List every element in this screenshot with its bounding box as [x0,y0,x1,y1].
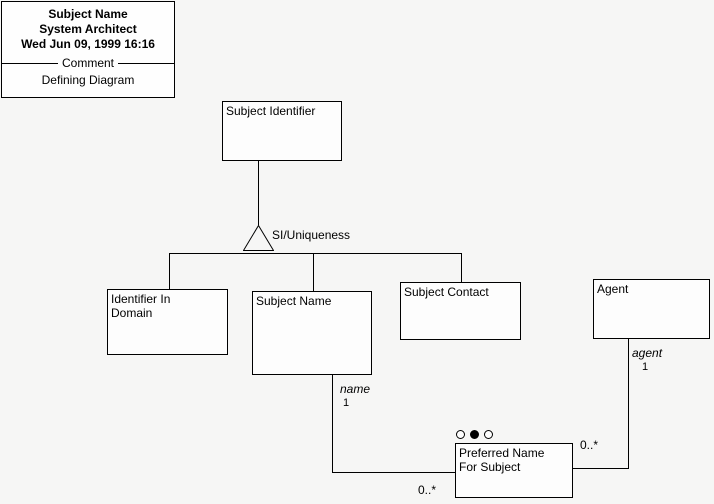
comment-divider: Comment [2,56,175,70]
triangle-label: SI/Uniqueness [272,228,351,242]
node-label: Subject Name [256,294,332,308]
subtype-triangle-icon [243,225,274,251]
association-name-horizontal [332,472,455,473]
diagram-subtitle: Defining Diagram [41,73,135,87]
association-name-vertical [332,375,333,472]
association-agent-cardinality: 1 [642,361,649,373]
divider-rule-left [2,62,58,64]
node-label-line1: Preferred Name [459,446,545,460]
node-label: Agent [597,282,629,296]
connector-drop-subject-name [313,253,314,291]
divider-rule-right [118,62,175,64]
tool-name: System Architect [39,22,137,36]
node-label: Subject Identifier [226,104,316,118]
node-agent[interactable]: Agent [593,279,710,339]
comment-label: Comment [62,56,115,70]
connector-drop-subject-contact [461,253,462,282]
node-label-line2: Domain [111,306,153,320]
connector-subject-identifier-to-triangle [258,161,259,225]
node-label: Subject Contact [404,285,489,299]
association-agent-role-label: agent [632,346,663,360]
node-label-line2: For Subject [459,460,521,474]
association-agent-horizontal [573,468,628,469]
diagram-header-box: Subject Name System Architect Wed Jun 09… [1,1,175,98]
node-label-line1: Identifier In [111,292,171,306]
association-name-multiplicity: 0..* [418,483,437,497]
sequence-circle-open-2-icon [484,430,493,439]
association-name-role-label: name [340,382,371,396]
node-subject-identifier[interactable]: Subject Identifier [222,101,342,161]
association-agent-vertical [628,339,629,469]
node-identifier-in-domain[interactable]: Identifier In Domain [107,289,228,355]
sequence-circle-open-1-icon [456,430,465,439]
sequence-circle-filled-icon [470,430,479,439]
diagram-title: Subject Name [48,7,128,21]
diagram-timestamp: Wed Jun 09, 1999 16:16 [21,37,155,51]
association-agent-multiplicity: 0..* [580,438,599,452]
connector-bus-horizontal [169,253,462,254]
node-preferred-name-for-subject[interactable]: Preferred Name For Subject [455,443,573,498]
node-subject-name[interactable]: Subject Name [252,291,372,375]
association-name-cardinality: 1 [343,397,350,409]
node-subject-contact[interactable]: Subject Contact [400,282,521,340]
connector-drop-identifier-in-domain [169,253,170,289]
